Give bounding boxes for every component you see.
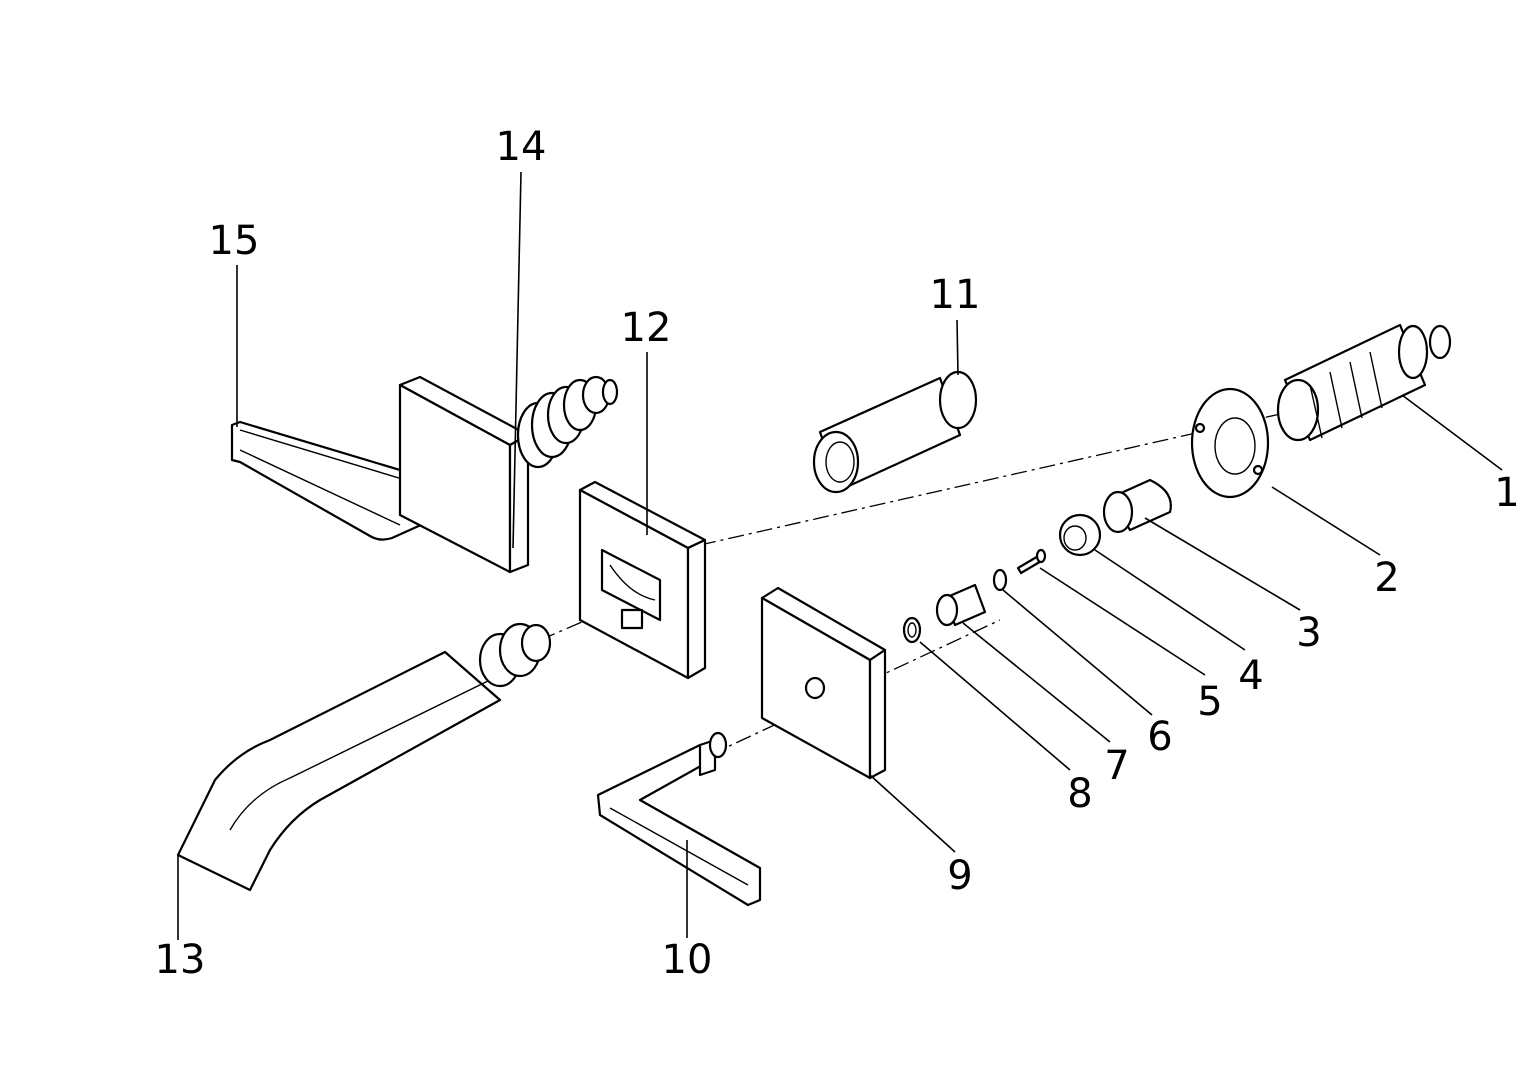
part-6-washer xyxy=(992,568,1008,592)
part-4-nut xyxy=(1058,513,1102,557)
leader-5 xyxy=(1039,567,1206,676)
part-11-sleeve xyxy=(812,370,978,494)
part-7-threaded-connector xyxy=(935,583,987,627)
callout-1: 1 xyxy=(1494,470,1520,516)
part-5-pin xyxy=(1016,548,1047,575)
part-14-upper-cartridge-assembly xyxy=(398,375,619,574)
part-8-o-ring xyxy=(902,616,922,644)
callout-8: 8 xyxy=(1067,771,1093,817)
callout-9: 9 xyxy=(947,853,973,899)
callout-4: 4 xyxy=(1238,653,1264,699)
leader-8 xyxy=(919,641,1071,771)
callout-14: 14 xyxy=(495,124,547,170)
callout-10: 10 xyxy=(661,937,713,983)
callout-7: 7 xyxy=(1104,743,1130,789)
leader-4 xyxy=(1094,549,1246,651)
callout-11: 11 xyxy=(929,272,981,318)
part-1-cartridge xyxy=(1276,323,1452,442)
leader-14 xyxy=(512,171,522,549)
part-3-bushing xyxy=(1102,478,1172,534)
callout-2: 2 xyxy=(1374,555,1400,601)
leader-1 xyxy=(1401,394,1503,471)
part-10-lower-lever-handle xyxy=(596,731,762,907)
part-13-spout xyxy=(176,622,552,892)
leader-3 xyxy=(1144,517,1301,611)
part-9-lower-escutcheon-plate xyxy=(760,586,887,780)
callout-6: 6 xyxy=(1147,714,1173,760)
callout-15: 15 xyxy=(208,218,260,264)
callout-5: 5 xyxy=(1197,679,1223,725)
leader-6 xyxy=(1002,589,1153,716)
part-12-escutcheon-plate xyxy=(578,480,707,680)
leader-11 xyxy=(956,319,959,376)
leader-9 xyxy=(869,774,956,853)
part-2-flange xyxy=(1190,387,1270,499)
callout-3: 3 xyxy=(1296,610,1322,656)
leader-lines xyxy=(177,171,1503,940)
leader-2 xyxy=(1271,486,1381,556)
callout-13: 13 xyxy=(154,937,206,983)
callout-12: 12 xyxy=(620,305,672,351)
leader-7 xyxy=(962,622,1111,743)
